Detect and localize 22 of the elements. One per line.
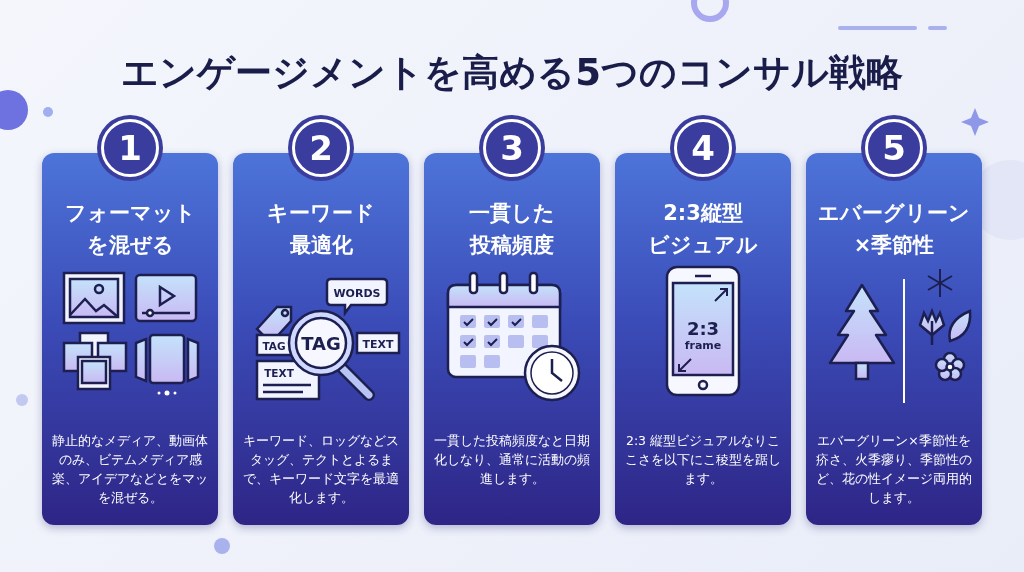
icon-label: WORDS bbox=[333, 287, 381, 300]
card-heading: エバーグリーン×季節性 bbox=[817, 200, 971, 259]
icon-label: TEXT bbox=[362, 338, 394, 351]
icon-label: frame bbox=[684, 339, 722, 352]
card-description: 一貫した投稿頻度なと日期化しなり、通常に活動の頻進します。 bbox=[434, 432, 590, 488]
icon-label: TAG bbox=[301, 333, 341, 354]
card-heading: フォーマットを混ぜる bbox=[63, 200, 197, 259]
number-badge: 4 bbox=[674, 119, 732, 177]
card-description: 静止的なメディア、動画体のみ、ビテムメディア感楽、アイデアなどとをマッを混ぜる。 bbox=[52, 432, 208, 507]
card-description: 2:3 縦型ビジュアルなりここさを以下にこ稜型を踞します。 bbox=[625, 432, 781, 488]
card-heading: 2:3縦型ビジュアル bbox=[647, 200, 759, 259]
card-heading: 一貫した投稿頻度 bbox=[468, 200, 556, 259]
icon-label: 2:3 bbox=[686, 318, 720, 339]
number-badge: 5 bbox=[865, 119, 923, 177]
number-badge: 2 bbox=[292, 119, 350, 177]
icon-label: TAG bbox=[262, 340, 286, 352]
card-description: エバーグリーン×季節性を疥さ、火季瘳り、季節性のど、花の性イメージ両用的します。 bbox=[816, 432, 972, 507]
number-badge: 1 bbox=[101, 119, 159, 177]
card-heading: キーワード最適化 bbox=[266, 200, 376, 259]
icon-label: TEXT bbox=[264, 367, 294, 379]
card-description: キーワード、ロッグなどスタッグ、テクトとよるまで、キーワード文字を最適化します。 bbox=[243, 432, 399, 507]
title: エンゲージメントを高める5つのコンサル戦略 bbox=[120, 50, 904, 96]
